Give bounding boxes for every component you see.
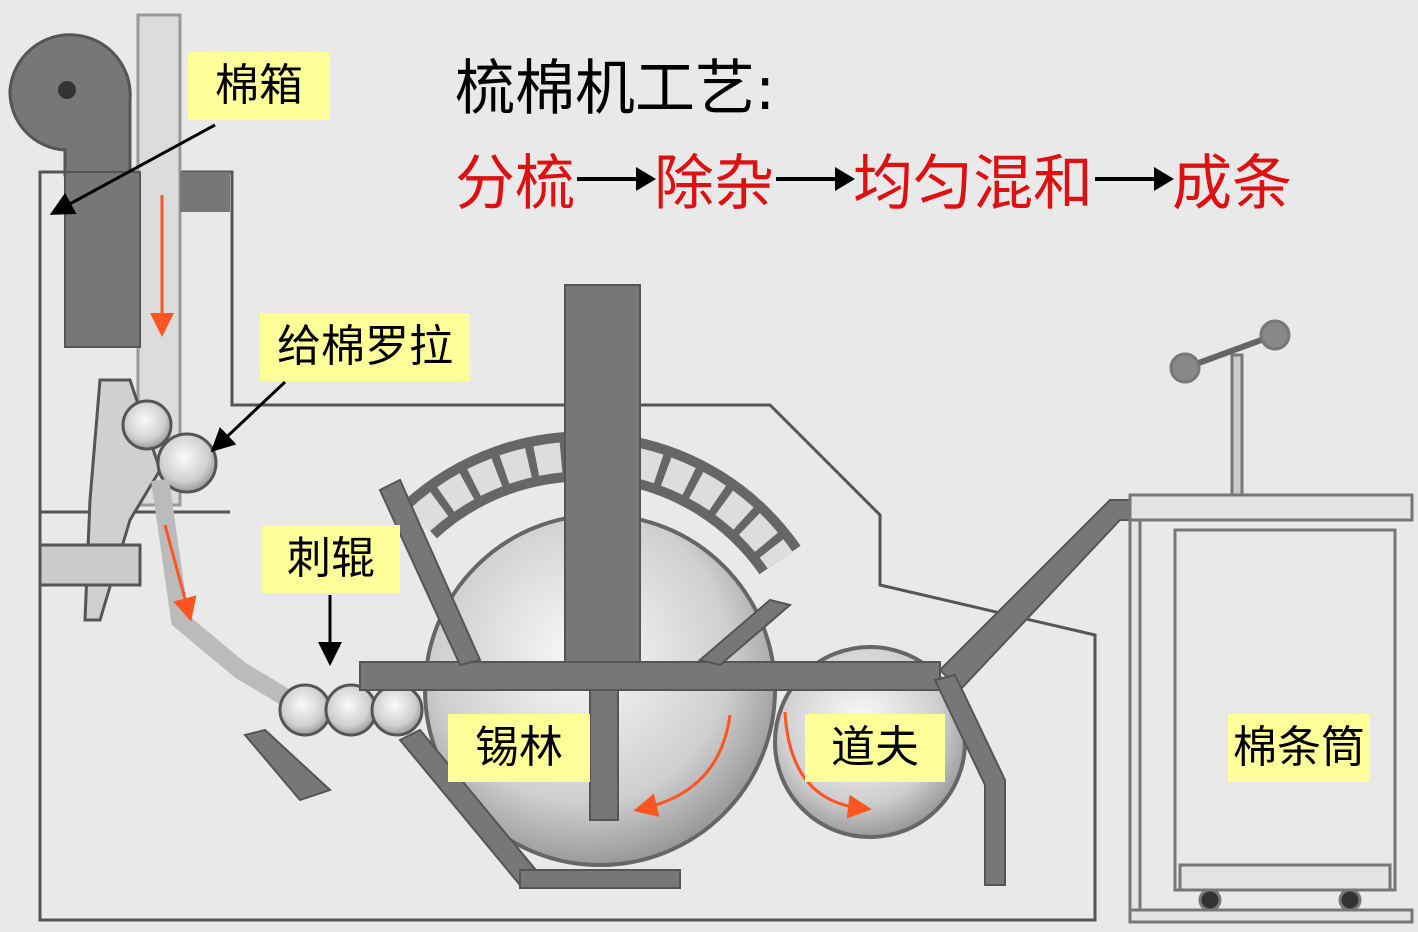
arrow-right-icon	[776, 166, 855, 191]
label-licker-in: 刺辊	[262, 525, 400, 593]
coiler-stand	[1128, 319, 1414, 924]
arrow-right-icon	[577, 166, 656, 191]
label-sliver-can: 棉条筒	[1228, 714, 1370, 782]
pointer-arrows	[49, 123, 342, 666]
flow-arrows	[150, 195, 872, 819]
feed-rollers	[38, 378, 218, 622]
label-doffer: 道夫	[805, 714, 945, 782]
fibre-path	[151, 478, 295, 708]
fan	[8, 33, 132, 177]
label-cylinder: 锡林	[448, 714, 590, 782]
chute-top-block	[180, 172, 230, 212]
licker-in-rollers	[278, 683, 424, 737]
flow-step-sliver: 成条	[1172, 149, 1292, 219]
process-flow: 分梳 除杂 均匀混和 成条	[455, 135, 1292, 222]
cotton-box-body	[64, 171, 141, 348]
flow-step-mixing: 均匀混和	[853, 149, 1093, 219]
flow-step-carding: 分梳	[455, 149, 575, 219]
arrow-right-icon	[1095, 166, 1174, 191]
page-title: 梳棉机工艺:	[455, 54, 776, 124]
flow-step-cleaning: 除杂	[654, 149, 774, 219]
label-feed-roller: 给棉罗拉	[260, 313, 470, 381]
label-cotton-box: 棉箱	[188, 52, 330, 120]
